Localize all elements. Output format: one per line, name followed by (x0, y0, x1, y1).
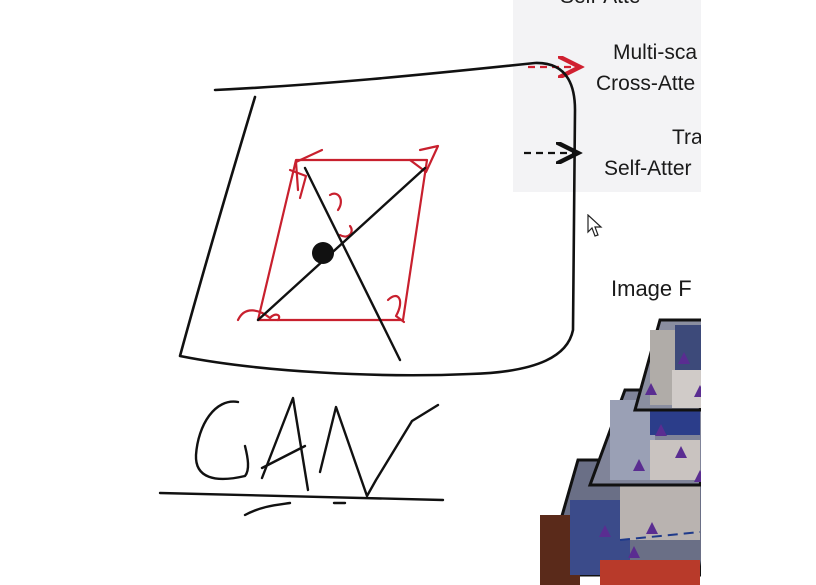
feature-map-top (633, 318, 701, 412)
center-point (312, 242, 334, 264)
bounding-box-sketch (236, 144, 440, 324)
sketch-outline (178, 61, 577, 377)
slide-text-clip: Self-Atte Multi-sca Cross-Atte Tra Self-… (513, 0, 701, 320)
diagonal-lines (256, 166, 427, 362)
mouse-cursor-icon (587, 214, 603, 237)
image-feature-stack (540, 318, 701, 585)
image-features-label: Image F (611, 276, 692, 301)
gan-handwriting (158, 396, 445, 517)
multi-scale-label: Multi-sca (613, 41, 698, 64)
slide-panel (513, 0, 701, 192)
self-attention-label-2: Self-Atter (604, 157, 692, 180)
feature-map-bottom (540, 458, 701, 585)
cross-attention-label: Cross-Atte (596, 72, 696, 95)
self-attention-label: Self-Atte (560, 0, 641, 12)
feature-markers (599, 352, 701, 558)
transformer-label: Tra (672, 126, 701, 149)
